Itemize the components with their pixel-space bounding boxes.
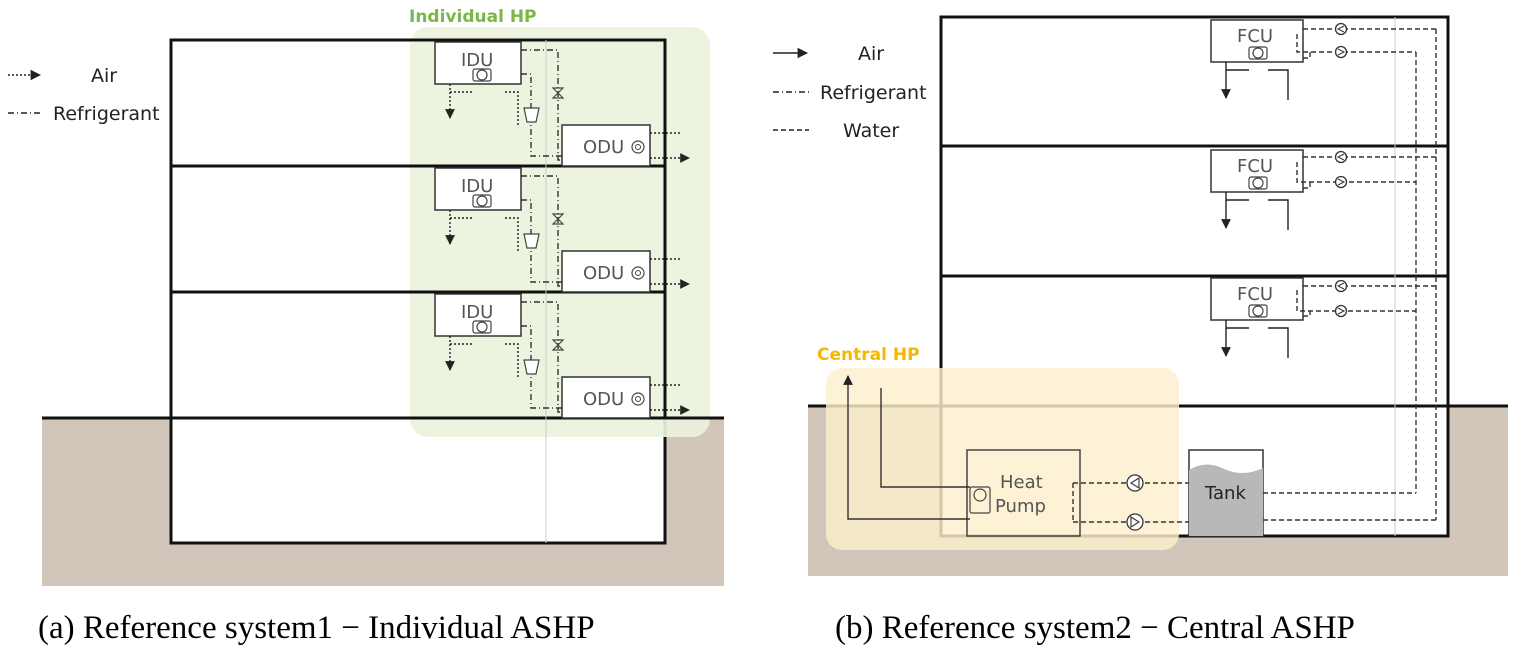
idu-label: IDU bbox=[461, 50, 493, 71]
pump-icon bbox=[1126, 513, 1144, 531]
idu-label: IDU bbox=[461, 176, 493, 197]
air-outlet-duct bbox=[843, 375, 970, 520]
odu-label: ODU bbox=[583, 137, 624, 158]
tank-to-riser-pipe bbox=[1263, 492, 1436, 521]
legend-left: Air Refrigerant bbox=[8, 65, 160, 125]
odu-box bbox=[561, 376, 651, 419]
heat-pump: Heat Pump bbox=[966, 449, 1081, 537]
caption-left: (a) Reference system1 − Individual ASHP bbox=[38, 610, 595, 646]
fan-icon bbox=[1248, 176, 1268, 190]
legend-air-label: Air bbox=[858, 43, 884, 65]
fan-icon bbox=[472, 194, 492, 208]
fcu-unit-2: FCU bbox=[1210, 149, 1436, 230]
pump-icon bbox=[1334, 304, 1348, 318]
building-right bbox=[939, 15, 1450, 408]
fcu-unit-3: FCU bbox=[1210, 277, 1436, 358]
fan-icon bbox=[631, 392, 645, 406]
floor-unit-3: IDU ODU bbox=[434, 293, 690, 419]
legend-water-label: Water bbox=[843, 120, 899, 142]
valve-icon bbox=[551, 213, 565, 225]
air-inlet-duct bbox=[880, 388, 970, 488]
refrigerant-pipe bbox=[521, 175, 562, 287]
air-duct bbox=[1226, 69, 1289, 100]
right-panel: Air Refrigerant Water FCU FCU bbox=[773, 15, 1508, 646]
basement-left bbox=[169, 416, 667, 545]
pump-icon bbox=[1126, 474, 1144, 492]
air-duct bbox=[505, 91, 519, 126]
legend-air-label: Air bbox=[91, 65, 117, 87]
central-hp-zone bbox=[826, 368, 1179, 550]
tank-label: Tank bbox=[1204, 483, 1246, 504]
pump-icon bbox=[1334, 150, 1348, 164]
legend-right: Air Refrigerant Water bbox=[773, 43, 927, 142]
caption-right: (b) Reference system2 − Central ASHP bbox=[835, 610, 1355, 646]
air-duct bbox=[505, 343, 519, 378]
refrigerant-pipe bbox=[521, 301, 562, 413]
fan-icon bbox=[1248, 46, 1268, 60]
left-panel: Individual HP Air Refrigerant IDU bbox=[8, 7, 724, 646]
odu-label: ODU bbox=[583, 389, 624, 410]
floor-unit-2: IDU ODU bbox=[434, 167, 690, 293]
pump-icon bbox=[1334, 45, 1348, 59]
fcu-label: FCU bbox=[1237, 26, 1273, 47]
pump-icon bbox=[1334, 175, 1348, 189]
pump-icon bbox=[1334, 279, 1348, 293]
fan-icon bbox=[631, 140, 645, 154]
central-hp-title: Central HP bbox=[817, 345, 920, 365]
individual-hp-title: Individual HP bbox=[409, 7, 537, 27]
odu-label: ODU bbox=[583, 263, 624, 284]
legend-refrigerant-label: Refrigerant bbox=[53, 103, 160, 125]
valve-icon bbox=[551, 87, 565, 99]
compressor-icon bbox=[523, 359, 540, 375]
fan-icon bbox=[1248, 304, 1268, 318]
valve-icon bbox=[551, 339, 565, 351]
floor-unit-1: IDU ODU bbox=[434, 41, 690, 167]
legend-refrigerant-label: Refrigerant bbox=[820, 82, 927, 104]
fan-icon bbox=[631, 266, 645, 280]
refrigerant-pipe bbox=[521, 49, 562, 161]
idu-label: IDU bbox=[461, 302, 493, 323]
fcu-box bbox=[1210, 277, 1304, 321]
odu-box bbox=[561, 250, 651, 293]
pump-icon bbox=[1334, 22, 1348, 36]
heat-pump-label-line2: Pump bbox=[995, 496, 1046, 517]
fcu-box bbox=[1210, 149, 1304, 193]
air-duct bbox=[1226, 327, 1289, 358]
tank-water bbox=[1189, 464, 1263, 536]
fan-icon bbox=[969, 486, 991, 514]
air-duct bbox=[1226, 199, 1289, 230]
fcu-label: FCU bbox=[1237, 156, 1273, 177]
fcu-unit-1: FCU bbox=[1210, 19, 1436, 100]
compressor-icon bbox=[523, 107, 540, 123]
fcu-box bbox=[1210, 19, 1304, 63]
tank: Tank bbox=[1188, 449, 1264, 537]
odu-box bbox=[561, 124, 651, 167]
compressor-icon bbox=[523, 233, 540, 249]
water-pipe bbox=[1296, 285, 1436, 317]
heat-pump-label-line1: Heat bbox=[1000, 472, 1043, 493]
fcu-label: FCU bbox=[1237, 284, 1273, 305]
water-pipe bbox=[1296, 156, 1436, 189]
fan-icon bbox=[472, 320, 492, 334]
fan-icon bbox=[472, 68, 492, 82]
water-pipe bbox=[1296, 28, 1436, 59]
heat-pump-box bbox=[966, 449, 1081, 537]
air-duct bbox=[505, 217, 519, 252]
